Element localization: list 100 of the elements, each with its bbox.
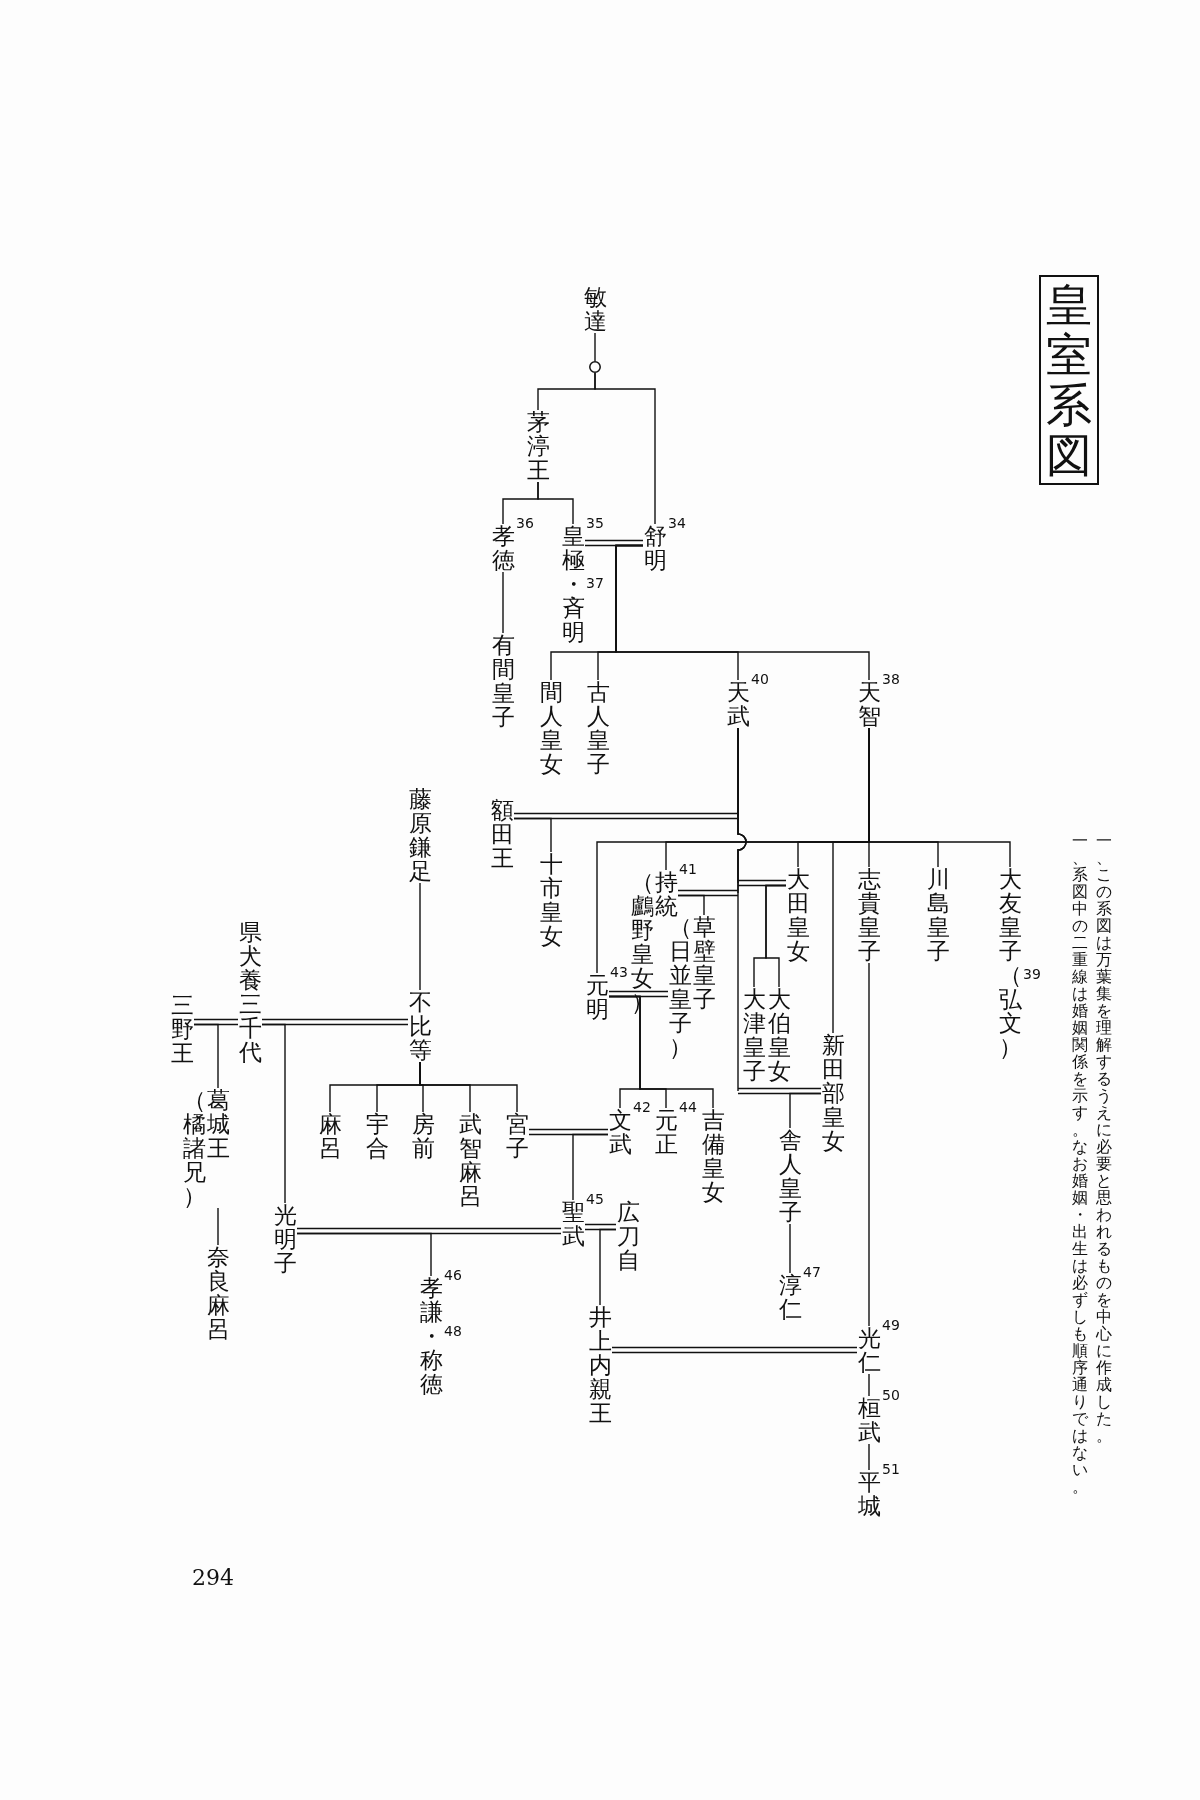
lineage-line	[868, 727, 1011, 868]
lineage-line	[753, 884, 787, 988]
person-name: 古人皇子	[586, 680, 610, 776]
person-name: 宇合	[365, 1112, 389, 1160]
lineage-line	[296, 1232, 432, 1277]
reign-number: 39	[1023, 967, 1041, 982]
marriage-line	[296, 1227, 562, 1235]
person-name: 元明	[585, 973, 609, 1021]
page-number: 294	[192, 1565, 234, 1590]
person-name: 淳仁	[778, 1273, 802, 1321]
alias-name: （橘諸兄）	[182, 1088, 206, 1208]
reign-number: 43	[610, 965, 628, 980]
reign-number: 48	[444, 1324, 462, 1339]
person-name: 井上内親王	[588, 1305, 612, 1425]
lineage-line	[261, 1023, 286, 1204]
lineage-line	[502, 571, 504, 634]
person-name: 志貴皇子	[857, 867, 881, 963]
person-name: 房前	[411, 1112, 435, 1160]
person-name: 有間皇子	[491, 633, 515, 729]
reign-number: 36	[516, 516, 534, 531]
person-name: 桓武	[857, 1396, 881, 1444]
lineage-line	[868, 1373, 870, 1397]
person-name: 孝徳	[491, 524, 515, 572]
marriage-line	[261, 1018, 409, 1026]
reign-number: 35	[586, 516, 604, 531]
person-name: 草壁皇子	[692, 915, 716, 1011]
person-name: 舒明	[643, 524, 667, 572]
alias-name: （鸕野皇女）	[630, 870, 654, 1014]
lineage-line	[419, 1061, 518, 1113]
person-name: 県犬養三千代	[238, 920, 262, 1064]
lineage-line	[789, 1223, 791, 1274]
person-name: 奈良麻呂	[206, 1245, 230, 1341]
lineage-line	[868, 1443, 870, 1471]
person-name: 十市皇女	[539, 852, 563, 948]
marriage-line	[737, 727, 822, 1095]
reign-number: 34	[668, 516, 686, 531]
lineage-line	[677, 894, 705, 916]
person-name: 額田王	[490, 798, 514, 870]
reign-number: 44	[679, 1100, 697, 1115]
person-name: 光仁	[857, 1326, 881, 1374]
person-name: 皇極・斉明	[561, 524, 585, 644]
person-name: 持統	[654, 870, 678, 918]
lineage-line	[419, 882, 421, 991]
person-name: 間人皇女	[539, 680, 563, 776]
lineage-line	[608, 995, 714, 1109]
person-name: 葛城王	[206, 1088, 230, 1160]
marriage-line	[584, 1223, 617, 1231]
lineage-line	[789, 1092, 822, 1129]
lineage-line	[868, 962, 870, 1327]
person-name: 孝謙・称徳	[419, 1276, 443, 1396]
reign-number: 45	[586, 1192, 604, 1207]
marriage-line	[528, 1128, 609, 1136]
person-name: 麻呂	[318, 1112, 342, 1160]
reign-number: 40	[751, 672, 769, 687]
person-name: 広刀自	[616, 1200, 640, 1272]
lineage-line	[217, 1207, 219, 1246]
person-name: 舎人皇子	[778, 1128, 802, 1224]
person-name: 大田皇女	[786, 867, 810, 963]
lineage-line	[572, 1133, 609, 1201]
person-name: 新田部皇女	[821, 1033, 845, 1153]
marriage-line	[584, 539, 644, 547]
marriage-line	[611, 1346, 858, 1354]
person-name: 文武	[608, 1108, 632, 1156]
person-name: 武智麻呂	[458, 1112, 482, 1208]
person-name: 聖武	[561, 1200, 585, 1248]
person-name: 川島皇子	[926, 867, 950, 963]
lineage-line	[193, 1023, 219, 1089]
reign-number: 51	[882, 1462, 900, 1477]
lineage-line	[537, 481, 574, 525]
reign-number: 46	[444, 1268, 462, 1283]
person-name: 元正	[654, 1108, 678, 1156]
reign-number: 47	[803, 1265, 821, 1280]
marriage-line	[193, 1018, 239, 1026]
person-name: 天武	[726, 680, 750, 728]
reign-number: 38	[882, 672, 900, 687]
lineage-line	[594, 332, 596, 362]
person-name: 三野王	[170, 993, 194, 1065]
reign-number: 41	[679, 862, 697, 877]
reign-number: 42	[633, 1100, 651, 1115]
person-name: 不比等	[408, 990, 432, 1062]
person-name: 藤原鎌足	[408, 787, 432, 883]
person-name: 茅渟王	[526, 410, 550, 482]
lineage-line	[594, 372, 656, 525]
person-name: 大津皇子	[742, 987, 766, 1083]
reign-number: 50	[882, 1388, 900, 1403]
lineage-line	[615, 544, 870, 681]
person-name: 敏達	[583, 285, 607, 333]
lineage-line	[513, 817, 552, 853]
marriage-line	[608, 990, 669, 998]
person-name: 天智	[857, 680, 881, 728]
title-heading: 皇室系図	[1039, 275, 1099, 485]
note-text: 一、系図中の二重線は婚姻関係を示す。なお婚姻・出生は必ずしも順序通りではない。	[1071, 832, 1089, 1495]
reign-number: 37	[586, 576, 604, 591]
person-name: 吉備皇女	[701, 1108, 725, 1204]
lineage-line	[599, 1228, 617, 1306]
person-name: 光明子	[273, 1203, 297, 1275]
note-text: 一、この系図は万葉集を理解するうえに必要と思われるものを中心に作成した。	[1095, 832, 1113, 1444]
person-name: 大友皇子（弘文）	[998, 867, 1022, 1059]
person-name: 宮子	[505, 1112, 529, 1160]
reign-number: 49	[882, 1318, 900, 1333]
